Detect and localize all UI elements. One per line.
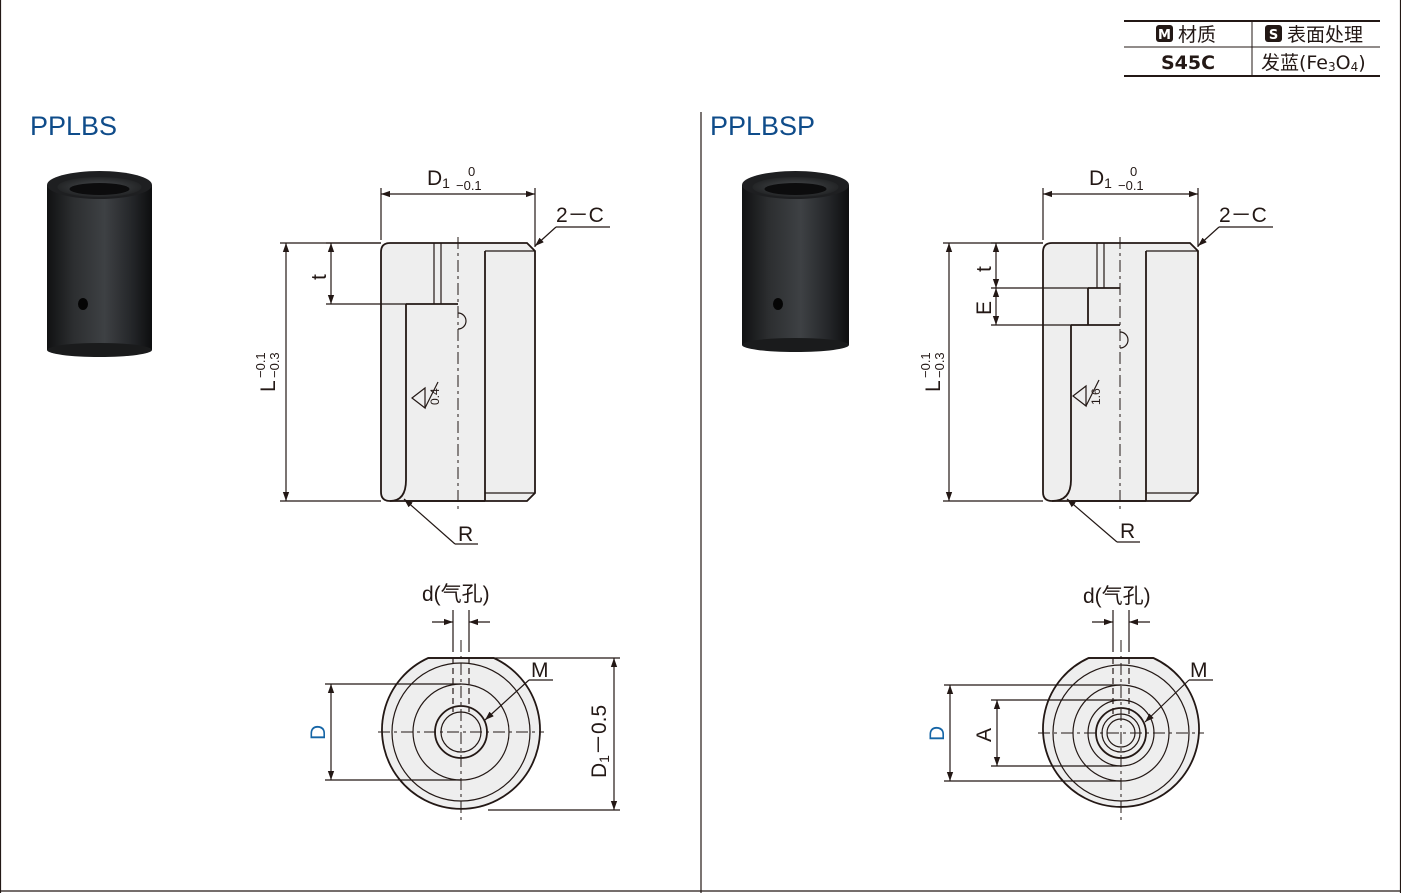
svg-text:−0.1: −0.1 (1118, 178, 1144, 193)
roughness-value: 0.4 (428, 388, 442, 405)
svg-text:R: R (1120, 520, 1135, 543)
svg-text:t: t (308, 274, 331, 280)
svg-text:L: L (922, 380, 945, 392)
svg-text:t: t (973, 266, 996, 272)
material-badge-icon: M (1156, 25, 1173, 43)
product-photo-pplbs (47, 171, 152, 357)
svg-text:R: R (458, 523, 473, 546)
dimension-e: E (973, 288, 1071, 326)
panel-title: PPLBS (30, 111, 117, 141)
product-photo-pplbsp (742, 171, 849, 352)
svg-text:D: D (926, 726, 949, 741)
dimension-d1-top: D1 0 −0.1 (1042, 164, 1199, 247)
dimension-d1-top: D1 0 −0.1 (380, 164, 536, 247)
panel-title: PPLBSP (710, 111, 815, 141)
end-view-pplbsp (1038, 640, 1204, 820)
m-thread-callout: M (484, 659, 553, 721)
air-hole-callout: d(气孔) (422, 583, 490, 652)
dimension-a: A (973, 699, 1121, 767)
roughness-value: 1.6 (1089, 388, 1103, 405)
svg-text:D1－0.5: D1－0.5 (588, 705, 612, 778)
dimension-t: t (973, 242, 1088, 289)
svg-text:L: L (257, 380, 280, 392)
dimension-d1-side: D1－0.5 (488, 657, 620, 811)
svg-text:E: E (973, 301, 996, 315)
radius-callout: R (403, 498, 478, 546)
chamfer-callout: 2－C (1197, 204, 1273, 247)
svg-text:2－C: 2－C (1219, 204, 1267, 227)
svg-text:−0.3: −0.3 (267, 352, 282, 378)
spec-table: M 材质 S 表面处理 S45C 发蓝(Fe3O4) (1124, 20, 1380, 77)
svg-text:−0.1: −0.1 (253, 352, 268, 378)
chamfer-callout: 2－C (534, 204, 610, 247)
svg-text:M: M (531, 659, 549, 682)
radius-callout: R (1066, 498, 1140, 543)
dimension-length: L −0.1 −0.3 (253, 242, 381, 502)
dimension-t: t (308, 242, 406, 305)
svg-text:d(气孔): d(气孔) (1083, 585, 1151, 608)
dimension-d: D (926, 684, 1121, 782)
roughness-symbol-icon (411, 381, 439, 410)
side-view-pplbs: 0.4 (380, 237, 536, 510)
svg-text:−0.1: −0.1 (918, 352, 933, 378)
panel-pplbsp: PPLBSP (710, 111, 1273, 820)
panel-pplbs: PPLBS 0.4 (30, 111, 620, 820)
surface-value: 发蓝(Fe3O4) (1261, 52, 1366, 74)
m-thread-callout: M (1144, 659, 1213, 723)
material-value: S45C (1161, 52, 1215, 74)
side-view-pplbsp: 1.6 (1042, 237, 1199, 510)
svg-text:D: D (307, 725, 330, 740)
surface-badge-icon: S (1265, 25, 1282, 43)
svg-text:D1: D1 (427, 167, 450, 191)
svg-text:D1: D1 (1089, 167, 1112, 191)
dimension-d: D (307, 683, 461, 781)
dimension-length: L −0.1 −0.3 (918, 242, 1043, 502)
svg-text:2－C: 2－C (556, 204, 604, 227)
roughness-symbol-icon (1072, 379, 1100, 408)
svg-text:M: M (1190, 659, 1208, 682)
svg-text:d(气孔): d(气孔) (422, 583, 490, 606)
end-view-pplbs (378, 640, 544, 820)
svg-text:−0.3: −0.3 (932, 352, 947, 378)
svg-text:−0.1: −0.1 (456, 178, 482, 193)
svg-text:S: S (1269, 28, 1278, 43)
material-header: 材质 (1178, 24, 1216, 46)
svg-text:M: M (1158, 28, 1171, 43)
svg-text:0: 0 (1130, 164, 1137, 179)
svg-text:0: 0 (468, 164, 475, 179)
air-hole-callout: d(气孔) (1083, 585, 1151, 652)
svg-text:A: A (973, 728, 996, 742)
surface-header: 表面处理 (1287, 24, 1363, 46)
